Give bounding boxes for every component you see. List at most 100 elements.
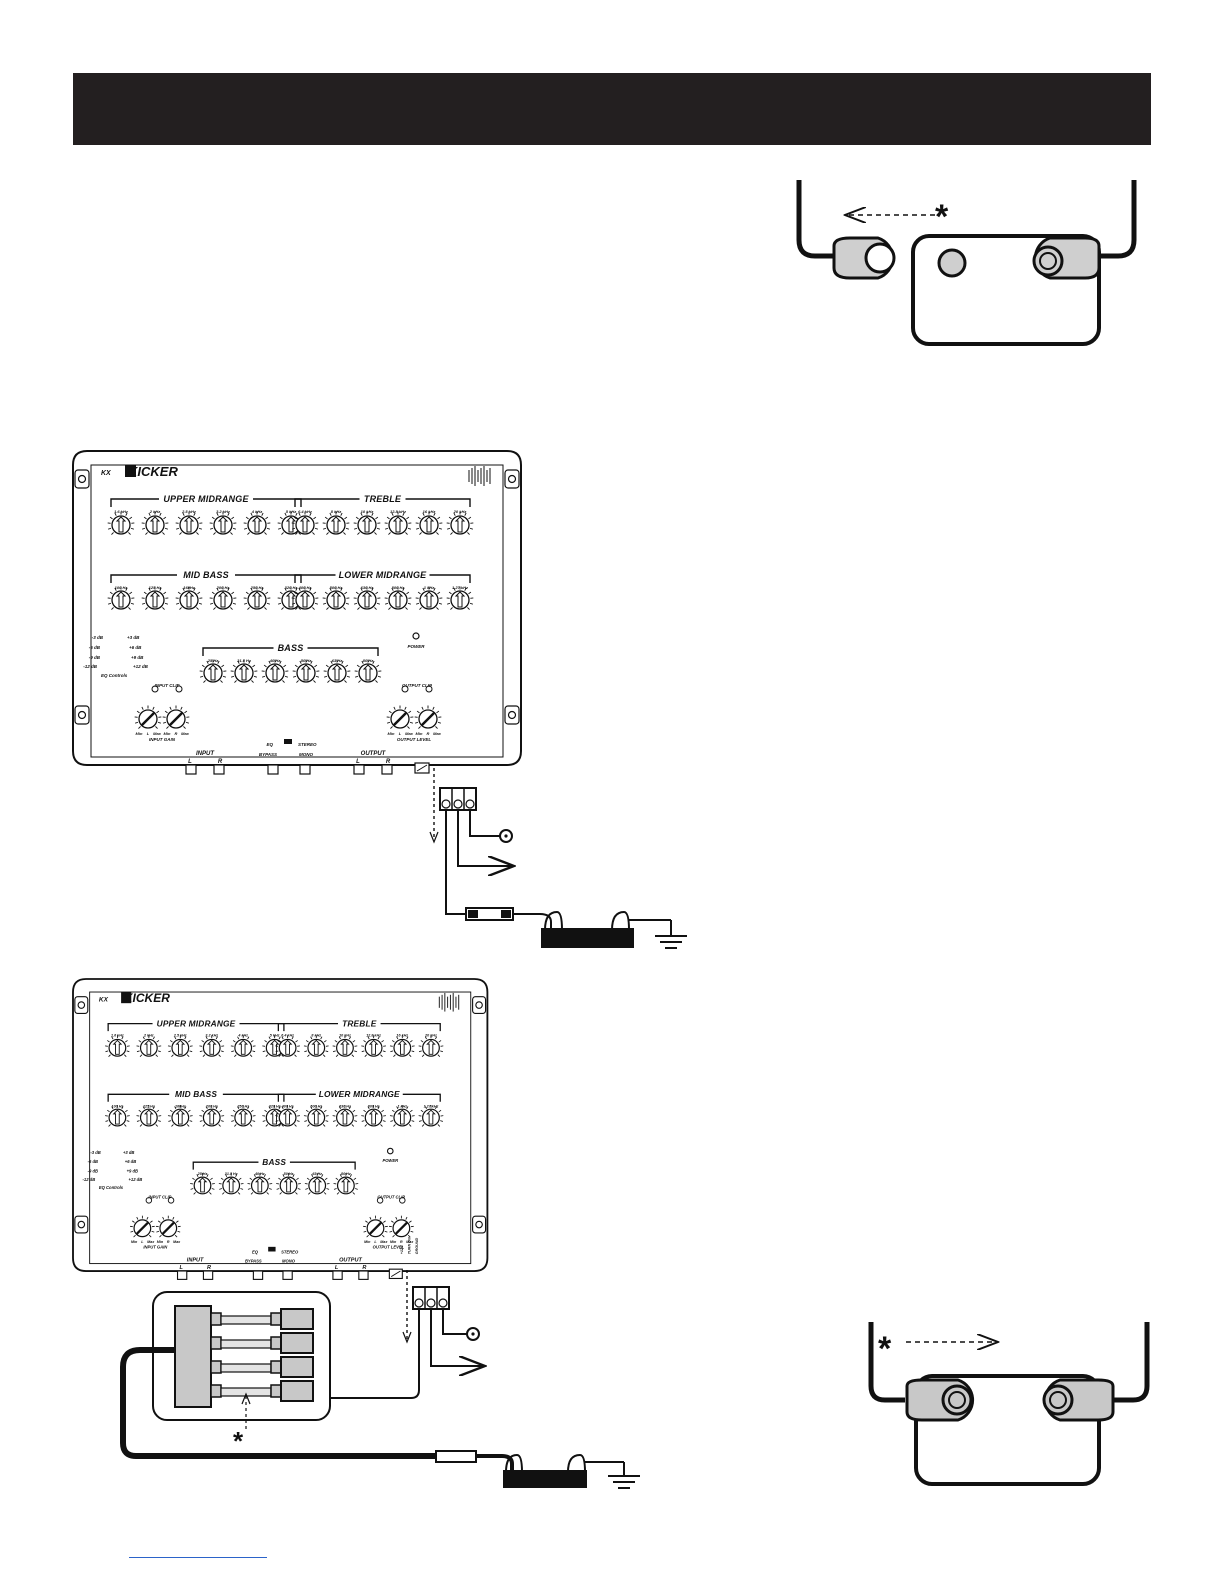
knob-mark: Min bbox=[416, 731, 423, 736]
eq-band-knob bbox=[230, 659, 258, 683]
knob-mark: R bbox=[400, 1240, 403, 1244]
eq-scale-mark: -6 dB bbox=[88, 1159, 98, 1164]
output-clip-led bbox=[401, 685, 409, 693]
eq-band-knob bbox=[247, 1172, 273, 1195]
battery-post-negative bbox=[937, 248, 967, 278]
band-frequency-label: 400 Hz bbox=[281, 1104, 294, 1108]
section-title: TREBLE bbox=[364, 494, 402, 504]
band-frequency-label: 400 Hz bbox=[298, 585, 312, 590]
eq-band-knob bbox=[322, 511, 350, 535]
unit-faceplate bbox=[89, 991, 472, 1265]
eq-band-knob bbox=[353, 511, 381, 535]
chassis-ground-symbol bbox=[655, 920, 687, 949]
rca-connector bbox=[267, 764, 279, 775]
knob-mark: Min bbox=[364, 1240, 371, 1244]
output-label: OUTPUT bbox=[361, 751, 387, 757]
band-frequency-label: 200 Hz bbox=[216, 585, 230, 590]
eq-band-knob bbox=[384, 586, 412, 610]
section-title: BASS bbox=[278, 643, 304, 653]
negative-cable bbox=[796, 180, 838, 259]
eq-scale-mark: +9 dB bbox=[127, 1168, 138, 1173]
eq-band-knob bbox=[304, 1172, 330, 1195]
eq-scale-mark: +3 dB bbox=[123, 1150, 134, 1155]
eq-band-knob bbox=[199, 1035, 225, 1057]
band-frequency-label: 20 kHz bbox=[424, 1034, 437, 1038]
knob-mark: L bbox=[374, 1240, 377, 1244]
eq-scale-mark: +3 dB bbox=[127, 635, 140, 640]
brand-logo: KICKER bbox=[124, 991, 170, 1005]
eq-bypass-switch bbox=[268, 1246, 276, 1252]
rca-connector bbox=[299, 764, 311, 775]
unit-2-wiring: * bbox=[120, 1270, 640, 1489]
input-r-label: R bbox=[218, 759, 223, 765]
eq-band-knob bbox=[389, 1105, 415, 1127]
mono-label: MONO bbox=[282, 1259, 296, 1264]
kicker-logo-icon bbox=[121, 992, 132, 1004]
eq-band-knob bbox=[361, 1105, 387, 1127]
battery-post-positive bbox=[1032, 245, 1064, 277]
output-label: OUTPUT bbox=[339, 1258, 362, 1264]
eq-controls-label: EQ Controls bbox=[101, 673, 128, 678]
band-frequency-label: 200 Hz bbox=[205, 1104, 218, 1108]
knob-mark: Min bbox=[164, 731, 171, 736]
output-level-knob-right bbox=[414, 705, 442, 729]
eq-band-knob bbox=[141, 511, 169, 535]
band-frequency-label: 4 kHz bbox=[237, 1034, 248, 1038]
eq-band-knob bbox=[303, 1035, 329, 1057]
main-power-cable bbox=[120, 1347, 436, 1459]
eq-band-knob bbox=[361, 1035, 387, 1057]
section-title: TREBLE bbox=[342, 1018, 377, 1028]
eq-band-knob bbox=[107, 586, 135, 610]
output-level-label: OUTPUT LEVEL bbox=[397, 737, 432, 742]
eq-scale-mark: +12 dB bbox=[133, 664, 149, 669]
eq-scale-mark: -12 dB bbox=[83, 1177, 96, 1182]
rca-connector bbox=[176, 1270, 188, 1280]
positive-cable bbox=[1095, 180, 1137, 259]
rca-connector bbox=[213, 764, 225, 775]
eq-band-knob bbox=[136, 1105, 162, 1127]
eq-band-knob bbox=[276, 1172, 301, 1195]
power-label: POWER bbox=[407, 644, 425, 649]
eq-band-knob bbox=[209, 586, 237, 610]
eq-scale-legend: -3 dB+3 dB-6 dB+6 dB-9 dB+9 dB-12 dB+12 … bbox=[83, 635, 148, 678]
eq-scale-mark: -12 dB bbox=[83, 664, 98, 669]
input-clip-led bbox=[175, 685, 183, 693]
input-clip-led bbox=[167, 1197, 175, 1204]
band-frequency-label: 2 kHz bbox=[143, 1034, 154, 1038]
eq-bypass-switch bbox=[284, 739, 292, 744]
band-frequency-label: 2.5 kHz bbox=[181, 509, 196, 514]
knob-mark: R bbox=[427, 731, 430, 736]
knob-mark: L bbox=[399, 731, 402, 736]
ring-terminal-hole bbox=[864, 242, 896, 274]
eq-band-knob bbox=[446, 511, 474, 535]
waveform-logo-icon bbox=[438, 992, 460, 1012]
eq-band-knob bbox=[167, 1105, 193, 1127]
knob-mark: Max bbox=[147, 1240, 155, 1244]
output-level-label: OUTPUT LEVEL bbox=[373, 1245, 405, 1250]
chassis-ground-symbol-2 bbox=[608, 1462, 640, 1489]
knob-mark: L bbox=[141, 1240, 144, 1244]
eq-scale-mark: +6 dB bbox=[125, 1159, 136, 1164]
main-fuse bbox=[435, 1450, 477, 1463]
band-frequency-label: 2.5 kHz bbox=[173, 1034, 187, 1038]
output-l-label: L bbox=[335, 1265, 339, 1271]
eq-band-knob bbox=[261, 659, 289, 683]
asterisk-mark: * bbox=[935, 198, 949, 236]
rca-connector bbox=[185, 764, 197, 775]
output-clip-label: OUTPUT CLIP bbox=[377, 1194, 405, 1199]
band-frequency-label: 250 Hz bbox=[250, 585, 264, 590]
knob-mark: Max bbox=[153, 731, 162, 736]
section-title: UPPER MIDRANGE bbox=[157, 1018, 236, 1028]
output-r-label: R bbox=[386, 759, 391, 765]
band-frequency-label: 20 kHz bbox=[453, 509, 467, 514]
eq-band-knob bbox=[199, 659, 227, 683]
input-l-label: L bbox=[188, 759, 192, 765]
output-l-label: L bbox=[356, 759, 360, 765]
footer-link-underline bbox=[129, 1557, 267, 1558]
